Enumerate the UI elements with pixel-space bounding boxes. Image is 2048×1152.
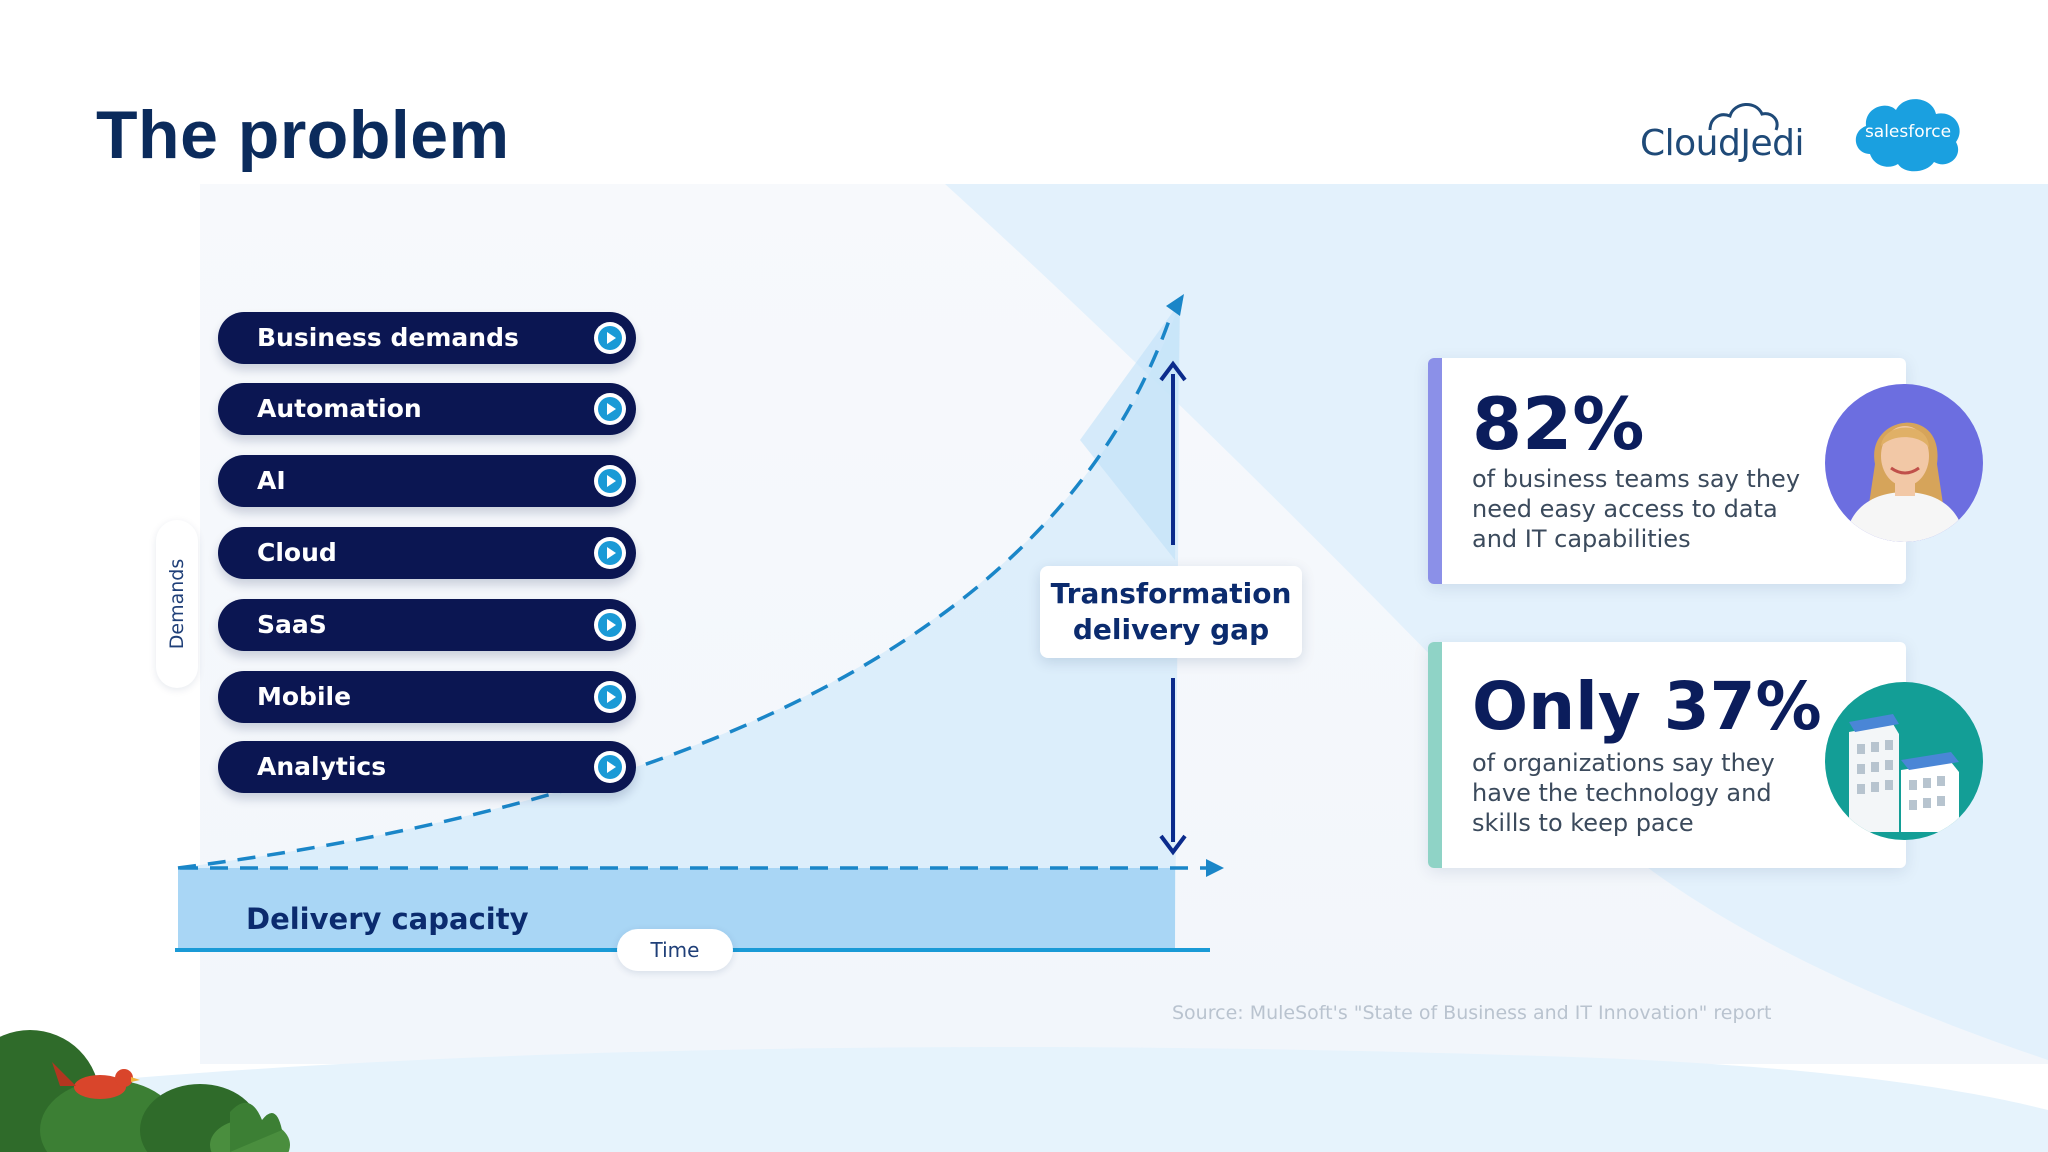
source-note: Source: MuleSoft's "State of Business an… <box>1172 1002 1772 1024</box>
play-icon[interactable] <box>594 681 626 713</box>
gap-area <box>1080 302 1180 560</box>
gap-arrow-up-head <box>1159 360 1187 382</box>
demand-pill-label: Mobile <box>257 682 352 711</box>
cloud-outline-icon <box>1708 103 1779 131</box>
foliage-decoration <box>0 1030 290 1152</box>
cloudjedi-logo: CloudJedi <box>1640 92 1804 164</box>
salesforce-cloud-icon <box>1855 99 1960 172</box>
bottom-band <box>0 1047 2048 1152</box>
demands-axis-text: Demands <box>166 558 188 650</box>
demand-pill-automation[interactable]: Automation <box>218 383 636 435</box>
demand-pill-label: AI <box>257 466 286 495</box>
play-icon[interactable] <box>594 393 626 425</box>
transformation-gap-label: Transformation delivery gap <box>1040 566 1302 658</box>
demand-pill-label: SaaS <box>257 610 327 639</box>
stat-description: of business teams say they need easy acc… <box>1472 465 1801 553</box>
time-axis-label: Time <box>617 929 733 971</box>
stat-card-accent <box>1428 642 1442 868</box>
delivery-capacity-label: Delivery capacity <box>246 902 529 936</box>
salesforce-wordmark: salesforce <box>1864 122 1952 142</box>
buildings-image <box>1825 682 1983 840</box>
play-icon[interactable] <box>594 537 626 569</box>
cloudjedi-wordmark: CloudJedi <box>1640 123 1804 164</box>
salesforce-logo: salesforce <box>1850 92 1966 174</box>
stat-value: Only 37% <box>1472 668 1822 745</box>
demand-pill-mobile[interactable]: Mobile <box>218 671 636 723</box>
demand-area <box>178 302 1180 950</box>
play-icon[interactable] <box>594 322 626 354</box>
bird-illustration <box>52 1062 140 1099</box>
play-icon[interactable] <box>594 465 626 497</box>
gap-arrow-down-head <box>1159 834 1187 856</box>
demand-pill-saas[interactable]: SaaS <box>218 599 636 651</box>
stat-card-organizations: Only 37% of organizations say they have … <box>1428 642 1983 868</box>
demand-dashed-curve <box>177 311 1174 870</box>
demand-pill-cloud[interactable]: Cloud <box>218 527 636 579</box>
play-icon[interactable] <box>594 751 626 783</box>
demand-pill-label: Automation <box>257 394 422 423</box>
demand-pill-label: Analytics <box>257 752 387 781</box>
stat-card-business-teams: 82% of business teams say they need easy… <box>1428 358 1983 584</box>
demand-pill-ai[interactable]: AI <box>218 455 636 507</box>
demand-pill-analytics[interactable]: Analytics <box>218 741 636 793</box>
stat-card-accent <box>1428 358 1442 584</box>
demand-pill-label: Cloud <box>257 538 337 567</box>
demand-pill-label: Business demands <box>257 323 519 352</box>
woman-portrait-image <box>1825 384 1983 542</box>
demand-pill-business-demands[interactable]: Business demands <box>218 312 636 364</box>
play-icon[interactable] <box>594 609 626 641</box>
slide-title: The problem <box>96 97 510 173</box>
demand-arrowhead <box>1166 294 1184 316</box>
demands-axis-label: Demands <box>156 520 198 688</box>
stat-description: of organizations say they have the techn… <box>1472 749 1775 837</box>
capacity-arrowhead <box>1206 859 1224 877</box>
stat-value: 82% <box>1472 382 1645 466</box>
